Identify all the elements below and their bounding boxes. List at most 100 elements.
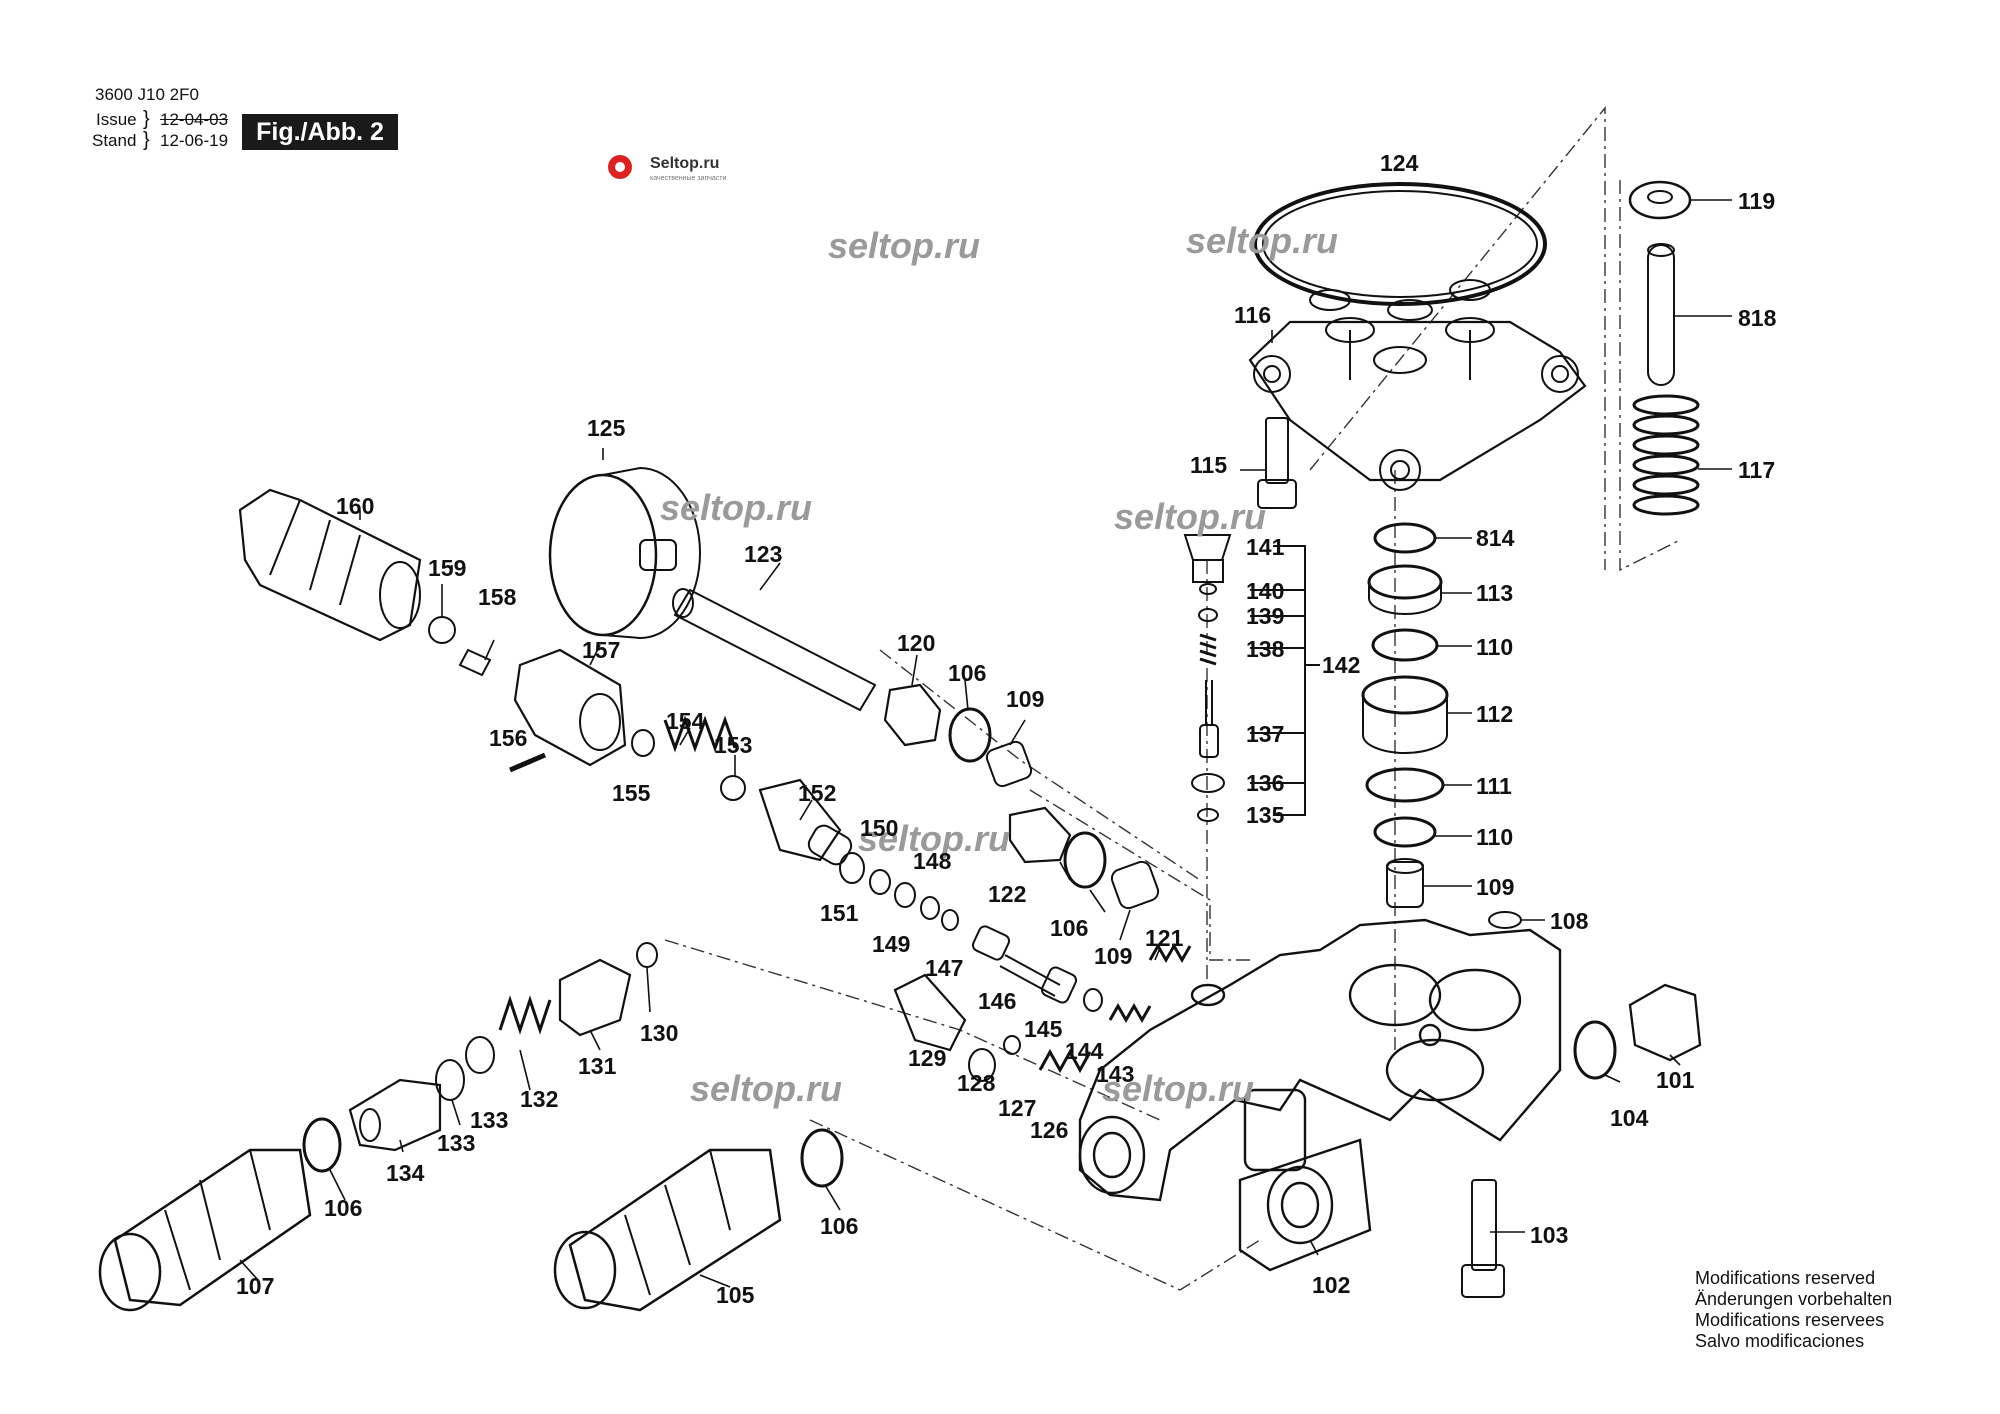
watermark: seltop.ru — [1102, 1068, 1255, 1109]
part-label: 135 — [1246, 802, 1285, 828]
part-130-ring — [636, 942, 658, 968]
part-148-ring — [920, 896, 940, 920]
part-label-106: 106 — [324, 1195, 363, 1221]
part-label: 143 — [1096, 1061, 1135, 1087]
part-133-ring-b — [435, 1059, 465, 1101]
stand-date: 12-06-19 — [160, 131, 229, 150]
part-label: 128 — [957, 1070, 996, 1096]
part-label: 113 — [1476, 580, 1514, 606]
modifications-line: Änderungen vorbehalten — [1695, 1289, 1893, 1309]
modifications-line: Modifications reserved — [1695, 1268, 1876, 1288]
logo-tagline: качественные запчасти — [650, 175, 727, 182]
part-label: 151 — [820, 900, 859, 926]
part-label-106: 106 — [820, 1213, 859, 1239]
part-116-pump-head — [1248, 279, 1587, 491]
issue-date: 12-04-03 — [160, 110, 229, 129]
part-119-washer — [1628, 180, 1692, 220]
part-158-screw — [458, 648, 492, 677]
part-label: 130 — [640, 1020, 679, 1046]
part-109-valve-b — [1110, 860, 1160, 910]
part-105-quick-coupler — [553, 1148, 782, 1312]
watermark: seltop.ru — [828, 225, 981, 266]
part-126-spring — [1038, 1048, 1092, 1074]
part-label: 106 — [948, 660, 987, 686]
part-147-ring — [941, 909, 959, 931]
part-104-oring — [1573, 1020, 1617, 1080]
stand-brace: } — [143, 129, 150, 151]
part-label: 126 — [1030, 1117, 1069, 1143]
part-131-fitting — [558, 958, 632, 1037]
part-label: 133 — [470, 1107, 509, 1133]
part-label: 152 — [798, 780, 837, 806]
part-137-needle — [1199, 680, 1219, 758]
part-814-seal — [1373, 522, 1437, 554]
part-106-oring-c — [302, 1117, 342, 1173]
part-label: 145 — [1024, 1016, 1063, 1042]
part-label: 136 — [1246, 770, 1285, 796]
part-label: 142 — [1322, 652, 1361, 678]
part-157-nozzle-body — [513, 648, 627, 767]
part-label: 147 — [925, 955, 964, 981]
part-106-oring-a — [948, 707, 992, 763]
part-160-lance-body — [238, 488, 422, 642]
part-label: 129 — [908, 1045, 947, 1071]
part-label: 158 — [478, 584, 517, 610]
part-label: 157 — [582, 637, 621, 663]
part-129-fitting — [893, 973, 967, 1052]
part-113-seal-holder — [1367, 564, 1443, 615]
part-label: 122 — [988, 881, 1027, 907]
part-136-ring — [1191, 773, 1225, 793]
part-label: 119 — [1738, 188, 1776, 214]
part-149-ring — [894, 882, 916, 908]
part-117-spring — [1632, 394, 1700, 516]
modifications-line: Modifications reservees — [1695, 1310, 1885, 1330]
part-label: 127 — [998, 1095, 1037, 1121]
logo-mark-icon — [608, 155, 632, 179]
part-141-plug — [1183, 534, 1232, 583]
part-122-plug — [1008, 806, 1072, 864]
watermark: seltop.ru — [690, 1068, 843, 1109]
part-label: 104 — [1610, 1105, 1649, 1131]
part-159-nut — [428, 616, 456, 644]
part-label-133: 133 — [437, 1130, 476, 1156]
part-110-ring — [1371, 628, 1439, 662]
part-120-nut — [883, 683, 942, 747]
part-156-pin — [509, 752, 546, 773]
part-125-cylinder — [548, 466, 701, 640]
part-label: 102 — [1312, 1272, 1351, 1298]
part-label: 101 — [1656, 1067, 1695, 1093]
part-label: 120 — [897, 630, 936, 656]
part-112-sleeve — [1361, 675, 1449, 754]
part-106-oring-b — [1063, 831, 1107, 889]
part-108-oring — [1488, 911, 1522, 929]
part-123-shaft — [672, 588, 877, 712]
part-109-valve — [1386, 858, 1424, 908]
part-134-connector — [348, 1078, 442, 1152]
part-label: 818 — [1738, 305, 1777, 331]
part-label: 139 — [1246, 603, 1285, 629]
part-151-ring — [839, 852, 865, 884]
part-label: 115 — [1190, 452, 1228, 478]
part-label: 156 — [489, 725, 528, 751]
watermark: seltop.ru — [660, 487, 813, 528]
doc-number: 3600 J10 2F0 — [95, 85, 199, 104]
part-label-110: 110 — [1476, 824, 1514, 850]
part-label: 814 — [1476, 525, 1515, 551]
part-label: 154 — [666, 708, 705, 734]
figure-label: Fig./Abb. 2 — [242, 114, 398, 150]
part-label: 110 — [1476, 634, 1514, 660]
watermark: seltop.ru — [1114, 496, 1267, 537]
part-label: 111 — [1476, 773, 1512, 799]
part-label: 160 — [336, 493, 375, 519]
watermark: seltop.ru — [1186, 220, 1339, 261]
part-label: 155 — [612, 780, 651, 806]
modifications-line: Salvo modificaciones — [1695, 1331, 1865, 1351]
part-135-ring — [1197, 808, 1219, 822]
part-143-spring — [1108, 1002, 1152, 1024]
part-label: 153 — [714, 732, 753, 758]
part-139-ring — [1198, 608, 1218, 622]
part-label: 146 — [978, 988, 1017, 1014]
part-label: 137 — [1246, 721, 1285, 747]
part-label: 159 — [428, 555, 467, 581]
part-label-109: 109 — [1476, 874, 1515, 900]
